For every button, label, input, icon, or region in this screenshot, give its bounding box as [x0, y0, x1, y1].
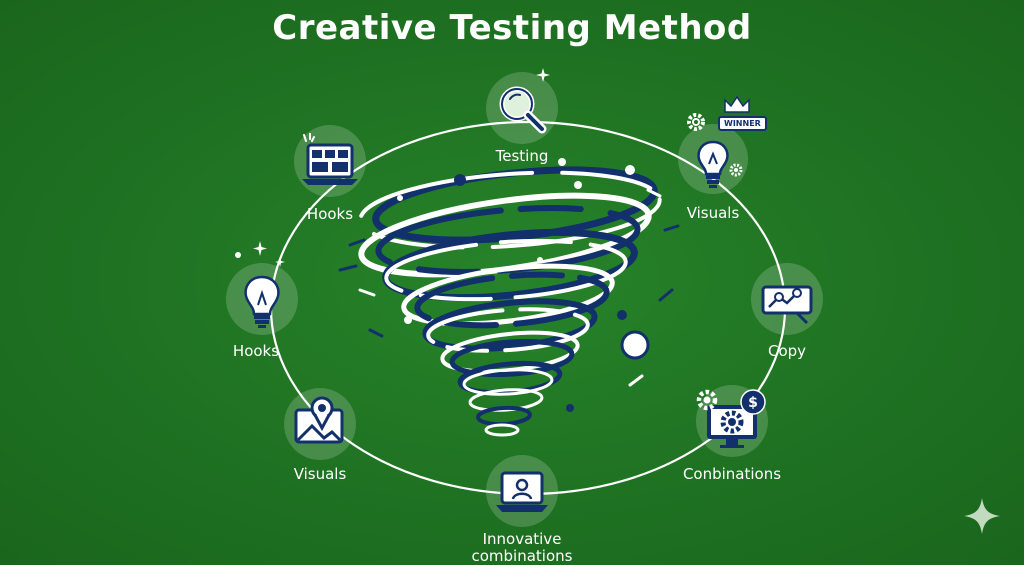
- analytics-board-icon: [761, 285, 813, 325]
- sparkle-icon: [303, 133, 315, 142]
- image-pin-icon: [294, 396, 344, 444]
- node-visuals-top-label: Visuals: [686, 204, 740, 222]
- node-copy-circle: [751, 263, 823, 335]
- node-hooks-top-label: Hooks: [306, 205, 354, 223]
- page-title: Creative Testing Method: [272, 8, 752, 48]
- sparkles-icon: [235, 241, 285, 267]
- node-innovative-circle: [486, 455, 558, 527]
- node-hooks-left-label: Hooks: [232, 342, 280, 360]
- node-copy-label: Copy: [767, 342, 807, 360]
- gear-icon: [696, 389, 718, 411]
- node-testing-label: Testing: [495, 147, 549, 165]
- tornado-illustration: [338, 158, 680, 437]
- node-innovative-label: Innovative combinations: [471, 530, 573, 565]
- node-hooks-left-circle: [226, 263, 298, 335]
- node-visuals-top-circle: [678, 124, 748, 194]
- magnifier-icon: [499, 86, 547, 134]
- svg-text:$: $: [748, 395, 758, 411]
- lightbulb-icon: [244, 275, 280, 328]
- small-gear-icon: [729, 163, 743, 177]
- gemini-sparkle-icon: [964, 498, 1000, 534]
- crown-icon: [724, 95, 750, 113]
- person-laptop-icon: [496, 471, 548, 512]
- winner-badge: WINNER: [718, 116, 767, 131]
- node-testing-circle: [486, 72, 558, 144]
- node-hooks-top-circle: [294, 125, 366, 197]
- node-conbinations-label: Conbinations: [682, 465, 782, 483]
- lightbulb-winner-icon: [697, 140, 729, 188]
- gear-monitor-icon: [707, 405, 757, 448]
- sparkle-icon: [536, 68, 550, 82]
- dollar-coin-icon: $: [740, 389, 766, 415]
- gear-icon: [687, 113, 705, 131]
- node-visuals-bottom-circle: [284, 388, 356, 460]
- layout-laptop-icon: [302, 143, 358, 185]
- node-visuals-bottom-label: Visuals: [293, 465, 347, 483]
